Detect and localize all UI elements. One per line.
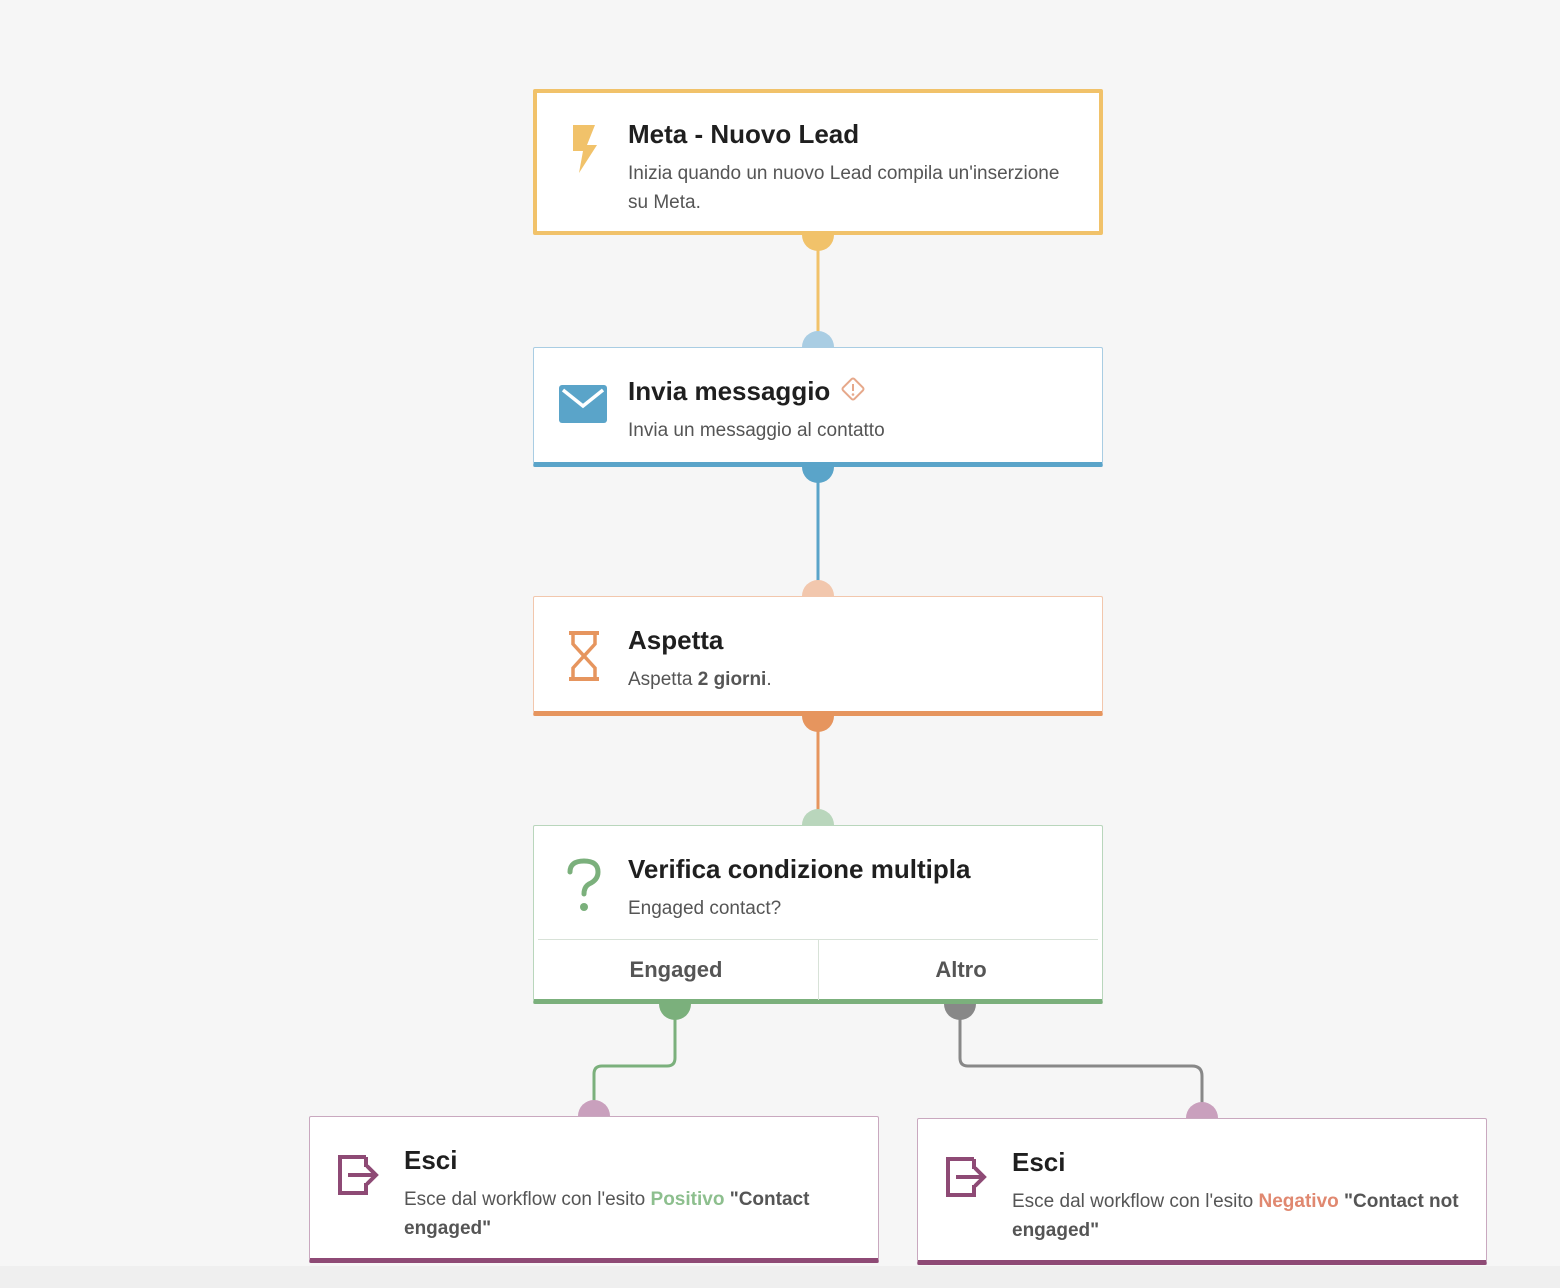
- send-output-handle: [802, 467, 834, 483]
- exit-icon: [944, 1155, 990, 1204]
- exit-outcome-negative: Negativo: [1258, 1191, 1339, 1212]
- wait-duration: 2 giorni: [697, 669, 767, 690]
- condition-input-handle: [802, 809, 834, 825]
- trigger-description: Inizia quando un nuovo Lead compila un'i…: [628, 163, 1060, 213]
- altro-output-handle: [944, 1004, 976, 1020]
- send-input-handle: [802, 331, 834, 347]
- branch-altro[interactable]: Altro: [935, 957, 987, 982]
- exit-outcome-label: "Contact engaged": [404, 1189, 810, 1239]
- lightning-icon: [567, 123, 599, 180]
- wait-input-handle: [802, 580, 834, 596]
- wait-description-prefix: Aspetta: [628, 669, 693, 690]
- condition-title: Verifica condizione multipla: [628, 854, 971, 884]
- exit-description: Esce dal workflow con l'esito Negativo "…: [1012, 1187, 1462, 1245]
- send-message-title: Invia messaggio: [628, 376, 831, 406]
- exit-icon: [336, 1153, 382, 1202]
- send-message-description: Invia un messaggio al contatto: [628, 420, 885, 441]
- question-mark-icon: [564, 858, 604, 919]
- trigger-output-handle: [802, 235, 834, 251]
- hourglass-icon: [567, 630, 601, 687]
- exit1-input-handle: [578, 1100, 610, 1116]
- exit-title: Esci: [1012, 1147, 1066, 1177]
- exit2-input-handle: [1186, 1102, 1218, 1118]
- exit-description: Esce dal workflow con l'esito Positivo "…: [404, 1185, 854, 1243]
- wait-output-handle: [802, 716, 834, 732]
- canvas-bottom-edge: [0, 1266, 1560, 1288]
- condition-description: Engaged contact?: [628, 898, 782, 919]
- exit-outcome-positive: Positivo: [650, 1189, 725, 1210]
- condition-divider: [538, 939, 1098, 940]
- send-message-node[interactable]: Invia messaggio Invia un messaggio al co…: [533, 347, 1103, 467]
- trigger-title: Meta - Nuovo Lead: [628, 119, 860, 149]
- wait-description-suffix: .: [766, 669, 772, 690]
- exit-title: Esci: [404, 1145, 458, 1175]
- branch-engaged[interactable]: Engaged: [534, 940, 819, 1000]
- condition-node[interactable]: Verifica condizione multipla Engaged con…: [533, 825, 1103, 1004]
- wait-description: Aspetta 2 giorni.: [628, 665, 772, 694]
- envelope-icon: [558, 384, 608, 429]
- exit-description-prefix: Esce dal workflow con l'esito: [404, 1189, 646, 1210]
- warning-diamond-icon[interactable]: [840, 376, 866, 407]
- wait-node[interactable]: Aspetta Aspetta 2 giorni.: [533, 596, 1103, 716]
- wait-title: Aspetta: [628, 625, 724, 655]
- exit-node-positive[interactable]: Esci Esce dal workflow con l'esito Posit…: [309, 1116, 879, 1263]
- exit-description-prefix: Esce dal workflow con l'esito: [1012, 1191, 1254, 1212]
- exit-outcome-label: "Contact not engaged": [1012, 1191, 1459, 1241]
- exit-node-negative[interactable]: Esci Esce dal workflow con l'esito Negat…: [917, 1118, 1487, 1265]
- trigger-node[interactable]: Meta - Nuovo Lead Inizia quando un nuovo…: [533, 89, 1103, 235]
- engaged-output-handle: [659, 1004, 691, 1020]
